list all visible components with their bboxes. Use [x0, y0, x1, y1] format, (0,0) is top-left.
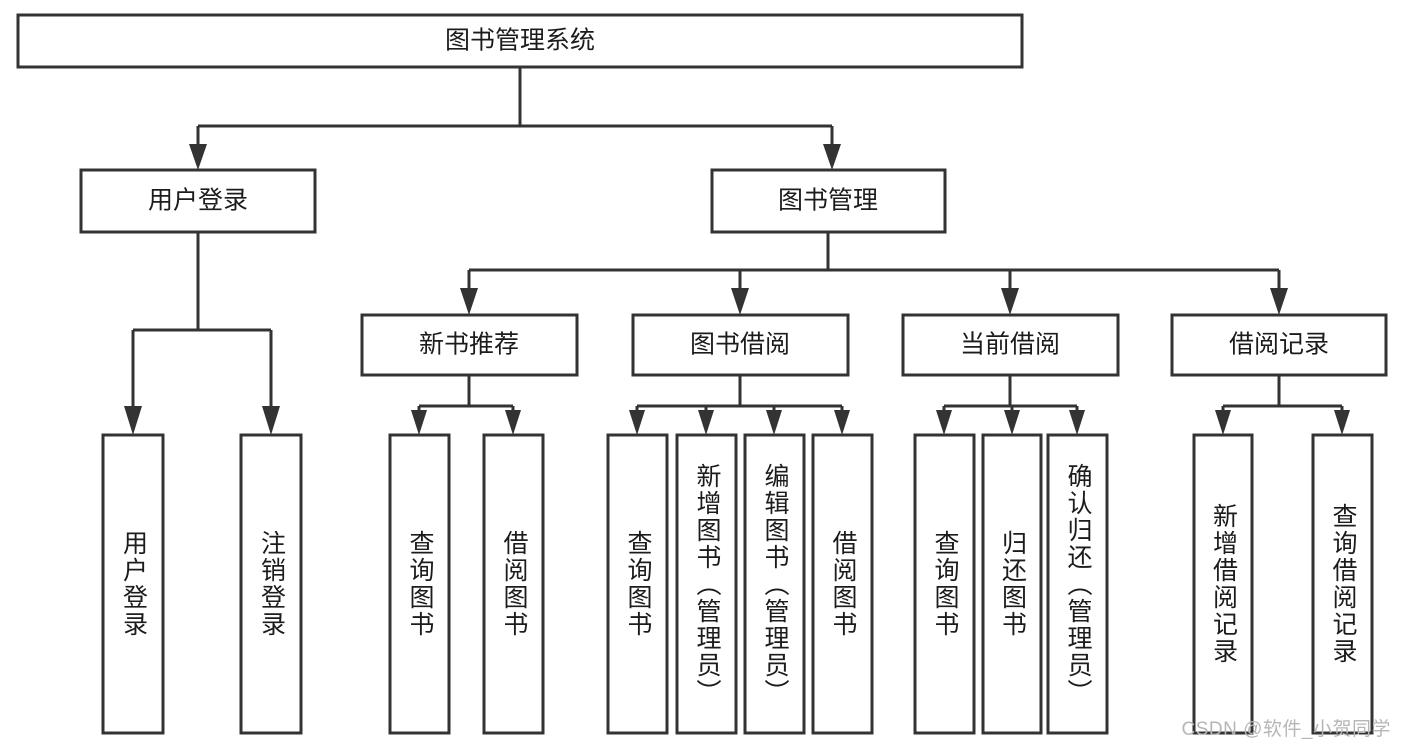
node-borrow-record[interactable]: 借阅记录: [1170, 313, 1388, 377]
leaf-box-user-login[interactable]: [101, 433, 165, 735]
arrow-head-icon: [1069, 410, 1085, 435]
node-user-login-label: 用户登录: [148, 187, 248, 215]
node-new-book-recommend-box[interactable]: [360, 313, 579, 377]
node-borrow-record-label: 借阅记录: [1229, 331, 1329, 359]
leaf-box-confirm-return-admin[interactable]: [1046, 433, 1109, 735]
node-root-box[interactable]: [16, 13, 1024, 69]
node-root[interactable]: 图书管理系统: [16, 13, 1024, 69]
arrow-head-icon: [1215, 410, 1231, 435]
arrow-head-icon: [936, 410, 952, 435]
arrow-head-icon: [823, 144, 841, 170]
node-user-login[interactable]: 用户登录: [79, 168, 317, 234]
node-book-management-label: 图书管理: [778, 187, 878, 215]
leaf-box-borrow-book-new[interactable]: [482, 433, 545, 735]
leaf-box-edit-book-admin[interactable]: [743, 433, 806, 735]
leaf-box-query-book-new[interactable]: [388, 433, 451, 735]
leaf-box-add-book-admin[interactable]: [675, 433, 738, 735]
leaf-box-borrow-book[interactable]: [811, 433, 874, 735]
arrow-head-icon: [1004, 410, 1020, 435]
leaf-boxes: [101, 433, 1374, 735]
node-new-book-recommend[interactable]: 新书推荐: [360, 313, 579, 377]
connector-new-book-recommend-to-leaves: [411, 375, 521, 435]
leaf-box-return-book[interactable]: [981, 433, 1043, 735]
arrow-head-icon: [505, 410, 521, 435]
node-user-login-box[interactable]: [79, 168, 317, 234]
arrow-head-icon: [1334, 410, 1350, 435]
connector-user-login-to-leaves: [124, 232, 280, 435]
node-book-management[interactable]: 图书管理: [710, 168, 947, 234]
connector-book-management-to-level3: [460, 232, 1288, 315]
leaf-box-query-borrow-record[interactable]: [1311, 433, 1374, 735]
leaf-box-logout[interactable]: [239, 433, 303, 735]
leaf-box-query-book-borrow[interactable]: [606, 433, 669, 735]
node-new-book-recommend-label: 新书推荐: [419, 331, 519, 359]
arrow-head-icon: [262, 406, 280, 435]
arrow-head-icon: [731, 288, 749, 315]
arrow-head-icon: [124, 406, 142, 435]
leaf-box-add-borrow-record[interactable]: [1192, 433, 1254, 735]
connector-root-to-level2: [189, 67, 841, 170]
node-book-borrow[interactable]: 图书借阅: [631, 313, 850, 377]
arrow-head-icon: [1270, 288, 1288, 315]
connector-borrow-record-to-leaves: [1215, 375, 1350, 435]
arrow-head-icon: [629, 410, 645, 435]
connector-book-borrow-to-leaves: [629, 375, 850, 435]
node-book-borrow-label: 图书借阅: [690, 331, 790, 359]
arrow-head-icon: [766, 410, 782, 435]
arrow-head-icon: [834, 410, 850, 435]
node-root-label: 图书管理系统: [445, 27, 595, 55]
arrow-head-icon: [698, 410, 714, 435]
csdn-watermark: CSDN @软件_小贺同学: [1181, 719, 1391, 740]
node-current-borrow-label: 当前借阅: [960, 331, 1060, 359]
arrow-head-icon: [189, 144, 207, 170]
leaf-box-query-book-current[interactable]: [913, 433, 976, 735]
connector-current-borrow-to-leaves: [936, 375, 1085, 435]
arrow-head-icon: [1001, 288, 1019, 315]
node-current-borrow-box[interactable]: [901, 313, 1120, 377]
node-current-borrow[interactable]: 当前借阅: [901, 313, 1120, 377]
arrow-head-icon: [460, 288, 478, 315]
arrow-head-icon: [411, 410, 427, 435]
